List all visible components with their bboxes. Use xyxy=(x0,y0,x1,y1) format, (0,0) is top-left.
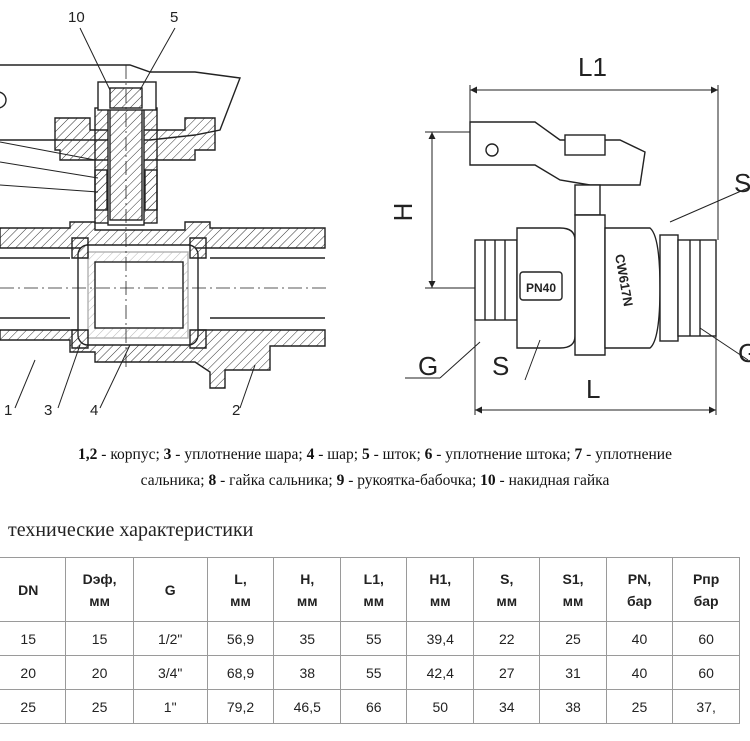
cell: 55 xyxy=(340,655,408,690)
callout-3: 3 xyxy=(44,402,52,419)
pressure-marking: PN40 xyxy=(526,281,556,295)
legend-text: - шток; xyxy=(369,446,425,463)
col-header-h1: H1,мм xyxy=(406,557,475,622)
cell: 38 xyxy=(273,655,342,690)
legend-num: 3 xyxy=(163,446,172,463)
external-view xyxy=(469,121,717,356)
callout-4: 4 xyxy=(90,402,98,419)
col-header-l1: L1,мм xyxy=(340,557,408,622)
cell: 79,2 xyxy=(206,689,275,724)
cell: 46,5 xyxy=(273,689,342,724)
cell: 60 xyxy=(672,621,740,656)
cell: 27 xyxy=(473,655,541,690)
legend-text: сальника; xyxy=(140,472,209,489)
legend-num: 1,2 xyxy=(78,446,98,463)
callout-2: 2 xyxy=(232,402,240,419)
cell: 1" xyxy=(132,689,208,724)
cell: 15 xyxy=(0,621,67,656)
legend-text: - рукоятка-бабочка; xyxy=(344,472,481,489)
legend-text: - накидная гайка xyxy=(495,472,610,489)
cell: 68,9 xyxy=(206,655,275,690)
dim-S1: S1 xyxy=(734,168,750,198)
cell: 31 xyxy=(539,655,607,690)
cell: 20 xyxy=(0,655,67,690)
dim-L: L xyxy=(586,374,600,404)
table-header-row: DN Dэф,мм G L,мм H,мм L1,мм H1,мм S,мм S… xyxy=(0,557,740,622)
specs-table: DN Dэф,мм G L,мм H,мм L1,мм H1,мм S,мм S… xyxy=(0,557,740,724)
legend-num: 6 xyxy=(424,446,433,463)
callout-5: 5 xyxy=(170,9,178,26)
legend-num: 9 xyxy=(336,472,345,489)
cell: 34 xyxy=(473,689,541,724)
technical-drawing: 10 5 1 3 4 2 PN40 CW617N xyxy=(0,9,750,419)
legend-text: - корпус; xyxy=(97,446,164,463)
specs-title: технические характеристики xyxy=(8,519,254,541)
legend-line-1: 1,2 - корпус; 3 - уплотнение шара; 4 - ш… xyxy=(0,442,750,468)
cell: 37, xyxy=(672,689,740,724)
legend-num: 8 xyxy=(208,472,217,489)
cell: 1/2" xyxy=(132,621,208,656)
cell: 25 xyxy=(539,621,607,656)
col-header-dn: DN xyxy=(0,557,67,622)
cell: 42,4 xyxy=(406,655,475,690)
col-header-g: G xyxy=(132,557,208,622)
col-header-s1: S1,мм xyxy=(539,557,607,622)
dimension-lines xyxy=(405,85,749,415)
cell: 15 xyxy=(65,621,134,656)
table-row: 25 25 1" 79,2 46,5 66 50 34 38 25 37, xyxy=(0,689,740,724)
legend-line-2: сальника; 8 - гайка сальника; 9 - рукоят… xyxy=(0,468,750,494)
legend-text: - уплотнение xyxy=(582,446,672,463)
section-callouts: 10 5 1 3 4 2 xyxy=(4,9,240,419)
legend-num: 7 xyxy=(574,446,583,463)
legend-num: 5 xyxy=(362,446,370,463)
callout-10: 10 xyxy=(68,9,85,26)
legend-text: - уплотнение штока; xyxy=(432,446,575,463)
legend-text: - уплотнение шара; xyxy=(171,446,307,463)
cell: 25 xyxy=(65,689,134,724)
col-header-l: L,мм xyxy=(206,557,275,622)
col-header-deff: Dэф,мм xyxy=(65,557,134,622)
cell: 40 xyxy=(605,621,674,656)
dim-L1: L1 xyxy=(578,52,607,82)
legend-text: - шар; xyxy=(314,446,362,463)
cell: 25 xyxy=(605,689,674,724)
dim-G-right: G xyxy=(738,338,750,368)
dim-H: H xyxy=(388,203,418,222)
legend-num: 4 xyxy=(306,446,315,463)
legend-num: 10 xyxy=(480,472,496,489)
legend-text: - гайка сальника; xyxy=(216,472,337,489)
cell: 3/4" xyxy=(132,655,208,690)
cell: 66 xyxy=(340,689,408,724)
table-row: 15 15 1/2" 56,9 35 55 39,4 22 25 40 60 xyxy=(0,621,740,656)
cell: 22 xyxy=(473,621,541,656)
cell: 40 xyxy=(605,655,674,690)
cell: 60 xyxy=(672,655,740,690)
col-header-s: S,мм xyxy=(473,557,541,622)
section-view xyxy=(0,27,330,409)
cell: 39,4 xyxy=(406,621,475,656)
dim-S: S xyxy=(492,351,509,381)
cell: 25 xyxy=(0,689,67,724)
callout-1: 1 xyxy=(4,402,12,419)
cell: 50 xyxy=(406,689,475,724)
table-row: 20 20 3/4" 68,9 38 55 42,4 27 31 40 60 xyxy=(0,655,740,690)
col-header-h: H,мм xyxy=(273,557,342,622)
cell: 55 xyxy=(340,621,408,656)
cell: 20 xyxy=(65,655,134,690)
cell: 35 xyxy=(273,621,342,656)
cell: 38 xyxy=(539,689,607,724)
dimension-labels: L1 H S1 G S L G xyxy=(388,52,750,404)
col-header-pn: PN,бар xyxy=(605,557,674,622)
parts-legend: 1,2 - корпус; 3 - уплотнение шара; 4 - ш… xyxy=(0,442,750,494)
cell: 56,9 xyxy=(206,621,275,656)
dim-G-left: G xyxy=(418,351,438,381)
